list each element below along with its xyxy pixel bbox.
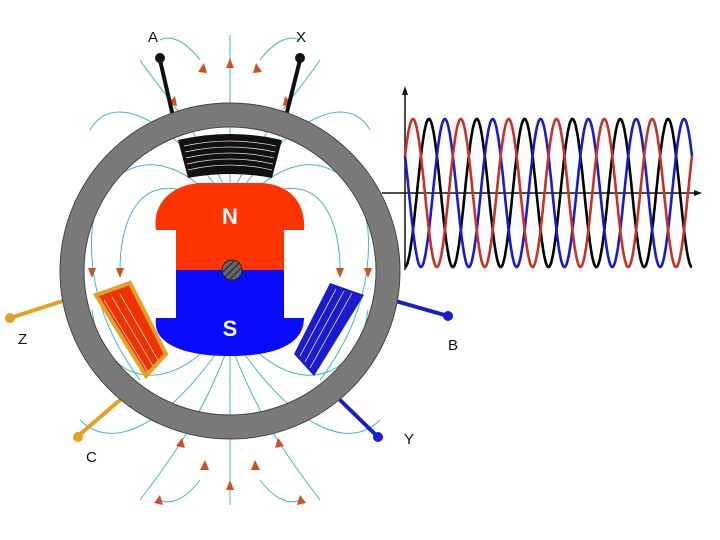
field-line	[159, 37, 201, 61]
coil-ax-winding	[186, 158, 274, 165]
shaft-hatch	[229, 267, 242, 280]
coil-by-winding	[304, 290, 345, 363]
field-line	[259, 479, 301, 503]
three-phase-waveform-chart	[382, 86, 702, 270]
terminal-dots	[5, 53, 453, 442]
field-direction-arrows	[88, 58, 372, 505]
shaft-hatch	[222, 260, 235, 273]
field-line	[79, 354, 216, 434]
chart-x-axis-arrow	[694, 190, 702, 196]
south-pole-label: S	[223, 316, 238, 341]
field-arrow	[176, 438, 185, 448]
field-arrow	[275, 438, 284, 448]
lead-y	[338, 398, 380, 439]
field-line	[234, 354, 321, 501]
terminal-a-dot	[155, 53, 165, 63]
terminal-b-dot	[443, 311, 453, 321]
coil-by-winding	[309, 292, 353, 369]
terminal-c-label: C	[86, 449, 97, 466]
field-line	[139, 354, 226, 501]
terminal-z-dot	[5, 313, 15, 323]
rotor: N S	[155, 183, 305, 356]
field-arrow	[364, 268, 372, 278]
coil-cz-winding	[103, 299, 149, 373]
coil-ax-winding	[184, 146, 276, 153]
field-arrow	[297, 495, 306, 505]
coil-ax-winding	[183, 140, 277, 147]
field-arrow	[200, 460, 209, 470]
rotor-north-pole	[155, 183, 305, 270]
coil-ax-winding	[187, 164, 273, 171]
field-arrow	[88, 268, 96, 278]
field-line	[259, 37, 301, 61]
terminal-z-label: Z	[18, 331, 27, 348]
north-pole-label: N	[222, 204, 238, 229]
waveform-series-1	[404, 117, 693, 269]
field-arrow	[253, 63, 262, 73]
terminal-x-dot	[295, 53, 305, 63]
field-arrow	[251, 460, 260, 470]
coil-ax	[178, 134, 282, 178]
coil-cz-winding	[119, 293, 159, 361]
terminal-x-label: X	[296, 29, 306, 46]
field-line	[159, 479, 201, 503]
shaft-hatch	[224, 262, 240, 278]
lead-z	[8, 296, 74, 320]
terminal-leads	[8, 58, 450, 439]
chart-y-axis-arrow	[402, 86, 408, 95]
lead-b	[390, 298, 450, 318]
field-line	[91, 164, 206, 381]
coil-by-body	[294, 283, 364, 376]
waveform-series-group	[403, 117, 694, 269]
terminal-a-label: A	[148, 29, 158, 46]
field-arrow	[336, 268, 344, 278]
coil-cz	[92, 280, 169, 380]
terminal-y-dot	[373, 432, 383, 442]
lead-a	[158, 58, 174, 114]
terminal-c-dot	[73, 432, 83, 442]
field-arrow	[154, 495, 163, 505]
field-arrow	[226, 480, 234, 490]
lead-c	[76, 398, 122, 438]
rotor-south-pole	[155, 270, 304, 356]
coil-cz-winding	[111, 296, 154, 367]
stator-ring	[59, 102, 401, 440]
waveform-series-3	[403, 117, 694, 269]
terminal-labels: A X Z C B Y	[18, 29, 458, 466]
coil-by-winding	[299, 288, 337, 357]
terminal-y-label: Y	[404, 431, 414, 448]
coil-by	[294, 283, 364, 376]
terminal-b-label: B	[448, 337, 458, 354]
field-line	[254, 164, 369, 381]
lead-x	[285, 58, 302, 114]
field-arrow	[226, 58, 234, 68]
coil-ax-winding	[185, 152, 275, 159]
field-arrow	[198, 63, 207, 73]
field-arrow	[116, 268, 124, 278]
